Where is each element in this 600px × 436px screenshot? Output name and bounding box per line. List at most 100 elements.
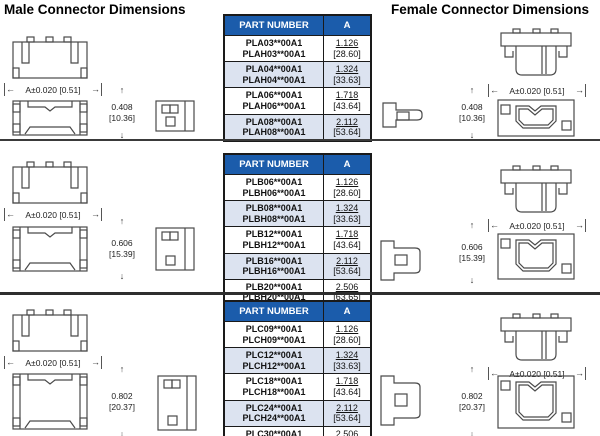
col-header-a: A [323, 14, 372, 36]
arrow-up-icon: ↑ [119, 85, 125, 95]
female-width-dimension: ← A±0.020 [0.51] → [488, 84, 586, 97]
width-dim-text: A±0.020 [0.51] [25, 84, 81, 95]
a-inches: 1.324 [335, 350, 359, 361]
male-width-dimension: ← A±0.020 [0.51] → [4, 208, 102, 221]
height-inches: 0.606 [111, 237, 133, 248]
arrow-left-icon: ← [490, 85, 499, 95]
a-value-cell: 1.126[28.60] [323, 173, 372, 202]
female-width-dimension: ← A±0.020 [0.51] → [488, 367, 586, 380]
part-line2: PLAH04**00A1 [242, 74, 306, 85]
arrow-down-icon: ↓ [469, 130, 475, 140]
part-line1: PLB12**00A1 [245, 229, 303, 240]
a-inches: 2.506 [335, 281, 359, 292]
part-line2: PLAH08**00A1 [242, 127, 306, 138]
height-dim-text: 0.606 [15.39] [109, 238, 135, 260]
width-dim-text: A±0.020 [0.51] [509, 368, 565, 379]
a-inches: 1.324 [335, 64, 359, 75]
arrow-right-icon: → [574, 85, 584, 95]
a-mm: [53.64] [333, 266, 361, 277]
arrow-right-icon: → [574, 220, 584, 230]
arrow-down-icon: ↓ [119, 271, 125, 281]
height-dim-text: 0.408 [10.36] [459, 102, 485, 124]
height-dim-text: 0.802 [20.37] [109, 391, 135, 413]
arrow-down-icon: ↓ [469, 429, 475, 436]
female-side-view-drawing [380, 240, 421, 281]
male-side-view-drawing [155, 100, 195, 132]
a-inches: 2.506 [335, 428, 359, 436]
male-width-dimension: ← A±0.020 [0.51] → [4, 356, 102, 369]
a-mm: [33.63] [333, 213, 361, 224]
a-inches: 1.126 [335, 177, 359, 187]
arrow-left-icon: ← [6, 357, 15, 367]
part-line2: PLBH16**00A1 [242, 266, 306, 277]
arrow-up-icon: ↑ [119, 216, 125, 226]
a-mm: [43.64] [333, 387, 361, 398]
female-height-dimension: ↑ 0.802 [20.37] ↓ [446, 365, 498, 436]
part-line1: PLA04**00A1 [245, 64, 303, 75]
height-dim-text: 0.802 [20.37] [459, 391, 485, 413]
part-line1: PLC30**00A1 [245, 428, 303, 436]
a-inches: 2.112 [336, 116, 358, 127]
arrow-up-icon: ↑ [469, 85, 475, 95]
a-value-cell: 2.112[53.64] [323, 113, 372, 142]
col-header-part-number: PART NUMBER [223, 153, 324, 175]
male-height-dimension: ↑ 0.606 [15.39] ↓ [96, 217, 148, 281]
a-inches: 1.324 [335, 203, 359, 214]
a-value-cell: 2.112[53.64] [323, 399, 372, 427]
page-title-male: Male Connector Dimensions [4, 2, 186, 17]
col-header-a: A [323, 300, 372, 322]
height-inches: 0.802 [111, 390, 133, 401]
arrow-up-icon: ↑ [469, 220, 475, 230]
a-value-cell: 2.112[53.64] [323, 252, 372, 280]
female-plan-view-drawing [497, 375, 575, 429]
part-line2: PLBH06**00A1 [242, 187, 306, 198]
male-plan-view-drawing [12, 100, 88, 136]
width-dim-text: A±0.020 [0.51] [25, 357, 81, 368]
a-mm: [53.64] [333, 127, 361, 138]
male-plan-view-drawing [12, 373, 88, 430]
height-inches: 0.408 [461, 101, 483, 112]
part-line2: PLBH12**00A1 [242, 240, 306, 251]
part-line1: PLC09**00A1 [245, 324, 303, 334]
a-mm: [28.60] [333, 334, 361, 345]
male-front-view-drawing [12, 36, 88, 79]
a-value-cell: 1.718[43.64] [323, 373, 372, 401]
part-line1: PLC18**00A1 [245, 376, 303, 387]
a-value-cell: 1.718[43.64] [323, 226, 372, 254]
male-height-dimension: ↑ 0.408 [10.36] ↓ [96, 86, 148, 140]
part-line1: PLA03**00A1 [245, 38, 303, 48]
part-line1: PLA06**00A1 [245, 90, 303, 101]
section-3: ← A±0.020 [0.51] → ↑ 0.802 [20.37] ↓ ← A… [0, 292, 600, 436]
part-number-cell: PLC30**00A1PLCH30**00A1 [223, 425, 324, 436]
a-mm: [43.64] [333, 101, 361, 112]
part-line1: PLB16**00A1 [245, 255, 303, 266]
height-mm: [10.36] [459, 113, 485, 123]
arrow-up-icon: ↑ [119, 364, 125, 374]
arrow-left-icon: ← [490, 220, 499, 230]
female-width-dimension: ← A±0.020 [0.51] → [488, 219, 586, 232]
a-inches: 1.718 [335, 229, 359, 240]
female-side-view-drawing [380, 375, 421, 426]
arrow-right-icon: → [574, 368, 584, 378]
part-line2: PLAH03**00A1 [242, 48, 306, 59]
male-side-view-drawing [155, 227, 195, 271]
height-mm: [15.39] [459, 253, 485, 263]
a-inches: 1.126 [335, 324, 359, 334]
male-front-view-drawing [12, 309, 88, 352]
female-height-dimension: ↑ 0.408 [10.36] ↓ [446, 86, 498, 140]
a-value-cell: 1.718[43.64] [323, 87, 372, 115]
